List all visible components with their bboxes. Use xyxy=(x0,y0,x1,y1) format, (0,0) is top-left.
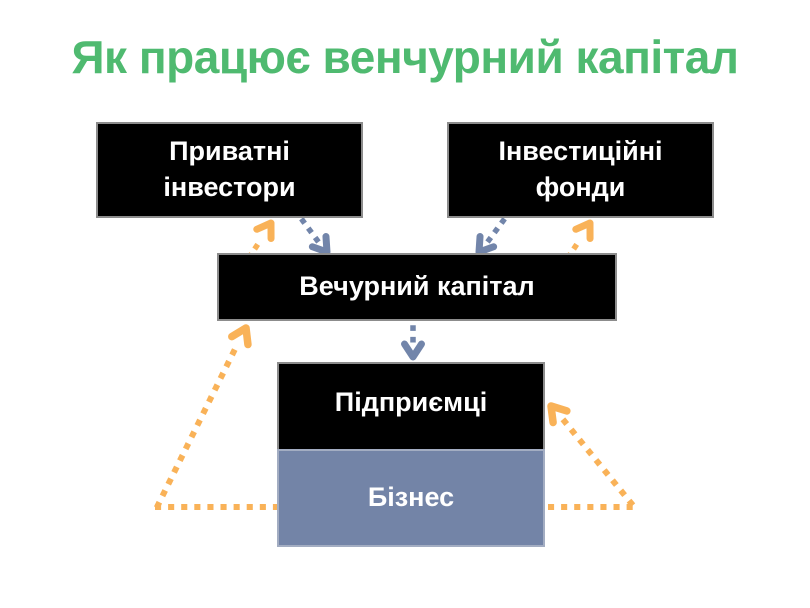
node-private-investors-line2: інвестори xyxy=(163,172,296,202)
node-private-investors-line1: Приватні xyxy=(169,136,290,167)
node-investment-funds: Інвестиційні фонди xyxy=(447,122,714,218)
node-entrepreneurs: Підприємці xyxy=(277,362,545,451)
slide-title: Як працює венчурний капітал xyxy=(71,31,739,83)
arrow-business-to-entrepreneurs xyxy=(547,402,636,508)
arrow-vc-to-private xyxy=(246,219,275,260)
arrow-private-to-vc xyxy=(299,217,331,256)
arrow-funds-to-vc xyxy=(475,217,507,256)
node-venture-capital-label: Вечурний капітал xyxy=(299,271,535,302)
node-investment-funds-line1: Інвестиційні xyxy=(498,136,663,167)
node-business-label: Бізнес xyxy=(367,482,455,513)
arrow-vc-to-funds xyxy=(565,219,594,260)
node-investment-funds-line2: фонди xyxy=(535,172,626,202)
arrow-business-to-vc xyxy=(153,324,252,510)
node-entrepreneurs-label: Підприємці xyxy=(334,386,488,417)
node-venture-capital: Вечурний капітал xyxy=(217,253,617,321)
arrow-vc-to-entrepreneurs xyxy=(401,325,425,361)
node-business: Бізнес xyxy=(277,449,545,547)
node-private-investors: Приватні інвестори xyxy=(96,122,363,218)
